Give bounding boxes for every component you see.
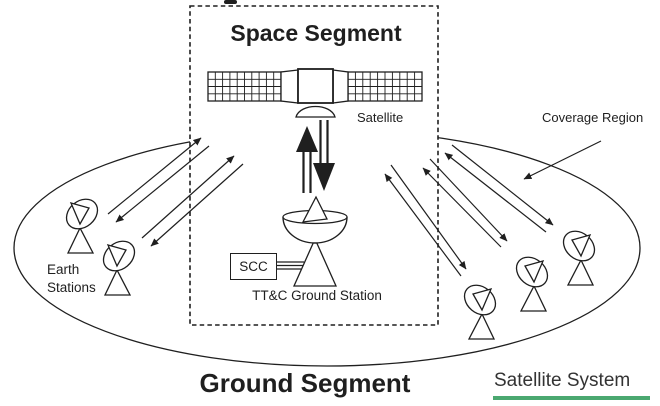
link-arrow-line: [384, 173, 462, 277]
satellite-label: Satellite: [357, 110, 404, 125]
earth-stations-label-line1: Earth: [47, 262, 80, 277]
link-arrows-right: [384, 144, 554, 277]
satellite-body: [297, 68, 334, 104]
satellite-system-label: Satellite System: [494, 370, 631, 391]
scc-cable: [277, 261, 304, 270]
earth-stations-label-line2: Stations: [47, 279, 96, 295]
earth-station-icon: [509, 250, 555, 312]
coverage-region-pointer-arrow: [523, 140, 602, 180]
left-solar-panel: [207, 71, 282, 102]
link-arrow-line: [451, 144, 554, 226]
ttc-ground-station-label: TT&C Ground Station: [252, 288, 382, 303]
right-panel-strut: [332, 69, 349, 104]
downlink-arrow-icon: [313, 120, 335, 191]
earth-station-icon: [457, 278, 503, 340]
ttc-bowl: [282, 216, 348, 244]
earth-station-icon: [556, 224, 602, 286]
ttc-feed: [301, 195, 328, 223]
link-arrows-left: [107, 137, 244, 247]
coverage-region-label: Coverage Region: [542, 110, 644, 125]
satellite-antenna-dome: [295, 105, 336, 118]
left-panel-strut: [280, 69, 299, 104]
scc-box: SCC: [230, 253, 277, 280]
link-arrow-line: [150, 163, 244, 247]
link-arrow-line: [107, 137, 202, 215]
earth-station-icon: [96, 234, 142, 296]
earth-stations-label: Earth Stations: [47, 261, 96, 296]
link-arrow-line: [390, 164, 467, 270]
link-arrow-line: [429, 158, 508, 242]
ttc-dish-icon: [282, 195, 348, 287]
right-solar-panel: [347, 71, 423, 102]
link-arrow-line: [141, 155, 235, 239]
space-segment-title: Space Segment: [230, 20, 402, 46]
link-arrow-line: [115, 145, 210, 223]
earth-station-icon: [59, 192, 105, 254]
link-arrow-line: [422, 167, 502, 248]
cropped-text-artifact: [224, 0, 237, 4]
scc-label: SCC: [239, 259, 268, 274]
ttc-tripod: [292, 237, 338, 287]
uplink-arrow-icon: [296, 126, 318, 193]
satellite-icon: [207, 68, 423, 118]
satellite-system-underline: [493, 396, 650, 400]
link-arrow-line: [444, 152, 547, 233]
ground-segment-title: Ground Segment: [199, 368, 411, 398]
